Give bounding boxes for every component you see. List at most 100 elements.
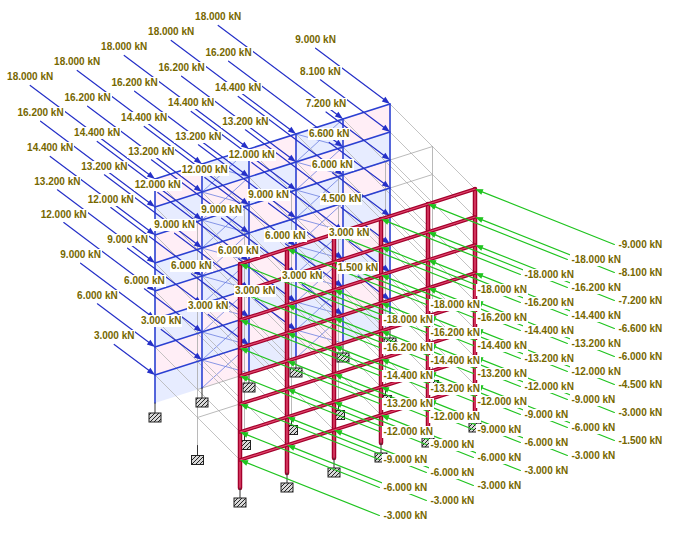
load-label: -8.100 kN — [617, 267, 663, 279]
load-label: -14.400 kN — [523, 325, 574, 337]
load-label: 9.000 kN — [59, 249, 102, 261]
load-label: -6.000 kN — [476, 452, 522, 464]
load-label: 12.000 kN — [134, 179, 182, 191]
arrow-head — [241, 226, 249, 233]
arrow-head — [287, 445, 296, 451]
load-label: 6.000 kN — [264, 230, 307, 242]
load-label: 16.200 kN — [111, 77, 159, 89]
load-label: 14.400 kN — [167, 97, 215, 109]
load-label: -3.000 kN — [476, 480, 522, 492]
load-label: 3.000 kN — [140, 315, 183, 327]
reaction-arrow — [247, 435, 380, 488]
reaction-arrow — [247, 463, 380, 516]
load-label: 9.000 kN — [200, 204, 243, 216]
arrow-head — [335, 112, 343, 119]
load-arrow — [30, 85, 149, 174]
load-label: 13.200 kN — [80, 161, 128, 173]
load-arrow — [332, 173, 384, 212]
arrow-head — [287, 249, 296, 255]
fixed-support — [281, 483, 293, 492]
load-label: -18.000 kN — [570, 254, 621, 266]
load-label: 16.200 kN — [158, 62, 206, 74]
load-label: -3.000 kN — [523, 465, 569, 477]
arrow-head — [240, 348, 249, 354]
load-label: -12.000 kN — [476, 396, 527, 408]
load-label: -6.600 kN — [617, 323, 663, 335]
load-label: -14.400 kN — [570, 310, 621, 322]
load-label: -14.400 kN — [429, 355, 480, 367]
arrow-head — [428, 260, 437, 266]
load-label: -3.000 kN — [617, 407, 663, 419]
load-label: 6.600 kN — [308, 128, 351, 140]
arrow-head — [475, 273, 484, 279]
arrow-head — [381, 303, 390, 309]
arrow-head — [194, 325, 202, 332]
arrow-head — [381, 415, 390, 421]
load-label: 13.200 kN — [174, 131, 222, 143]
arrow-head — [240, 404, 249, 410]
load-label: -6.000 kN — [523, 437, 569, 449]
arrow-head — [475, 217, 484, 223]
fixed-support — [234, 498, 246, 507]
load-label: 3.000 kN — [281, 270, 324, 282]
load-label: -13.200 kN — [570, 338, 621, 350]
arrow-head — [147, 368, 155, 375]
load-label: 9.000 kN — [294, 34, 337, 46]
load-label: -9.000 kN — [382, 454, 428, 466]
load-label: -9.000 kN — [476, 424, 522, 436]
arrow-head — [475, 189, 484, 195]
arrow-head — [240, 376, 249, 382]
arrow-head — [287, 417, 296, 423]
load-label: -6.000 kN — [429, 467, 475, 479]
reaction-arrow — [388, 222, 521, 275]
arrow-head — [240, 264, 249, 270]
load-label: 7.200 kN — [305, 98, 348, 110]
arrow-head — [381, 247, 390, 253]
support-post — [197, 446, 198, 456]
arrow-head — [381, 331, 390, 337]
reaction-arrow — [435, 207, 568, 260]
load-label: 6.000 kN — [217, 245, 260, 257]
arrow-head — [334, 290, 343, 296]
load-label: -14.400 kN — [382, 370, 433, 382]
arrow-head — [475, 245, 484, 251]
arrow-head — [288, 211, 296, 218]
load-arrow — [77, 70, 196, 159]
load-label: -3.000 kN — [429, 495, 475, 507]
arrow-head — [381, 359, 390, 365]
load-label: -14.400 kN — [476, 340, 527, 352]
reaction-arrow — [247, 407, 380, 460]
load-label: 13.200 kN — [33, 176, 81, 188]
load-label: 16.200 kN — [17, 107, 65, 119]
load-label: 8.100 kN — [299, 66, 342, 78]
load-label: 9.000 kN — [106, 234, 149, 246]
load-label: 14.400 kN — [214, 82, 262, 94]
load-label: -1.500 kN — [617, 435, 663, 447]
arrow-head — [287, 333, 296, 339]
support-post — [240, 488, 241, 498]
reaction-arrow — [247, 379, 380, 432]
load-label: -18.000 kN — [429, 299, 480, 311]
front-beam-core — [240, 189, 475, 264]
load-label: 13.200 kN — [221, 116, 269, 128]
load-label: 18.000 kN — [147, 26, 195, 38]
arrow-head — [240, 432, 249, 438]
arrow-head — [334, 318, 343, 324]
load-label: 16.200 kN — [64, 92, 112, 104]
load-label: -3.000 kN — [382, 510, 428, 522]
load-label: -13.200 kN — [382, 398, 433, 410]
load-label: 9.000 kN — [153, 219, 196, 231]
arrow-head — [241, 170, 249, 177]
arrow-head — [428, 232, 437, 238]
load-label: -6.000 kN — [617, 351, 663, 363]
load-label: 18.000 kN — [6, 71, 54, 83]
arrow-head — [335, 140, 343, 147]
arrow-head — [287, 389, 296, 395]
fixed-support — [192, 456, 204, 465]
arrow-head — [334, 346, 343, 352]
load-label: -16.200 kN — [523, 297, 574, 309]
arrow-head — [147, 200, 155, 207]
arrow-head — [382, 153, 390, 160]
fixed-support — [243, 383, 255, 392]
load-label: -16.200 kN — [476, 312, 527, 324]
